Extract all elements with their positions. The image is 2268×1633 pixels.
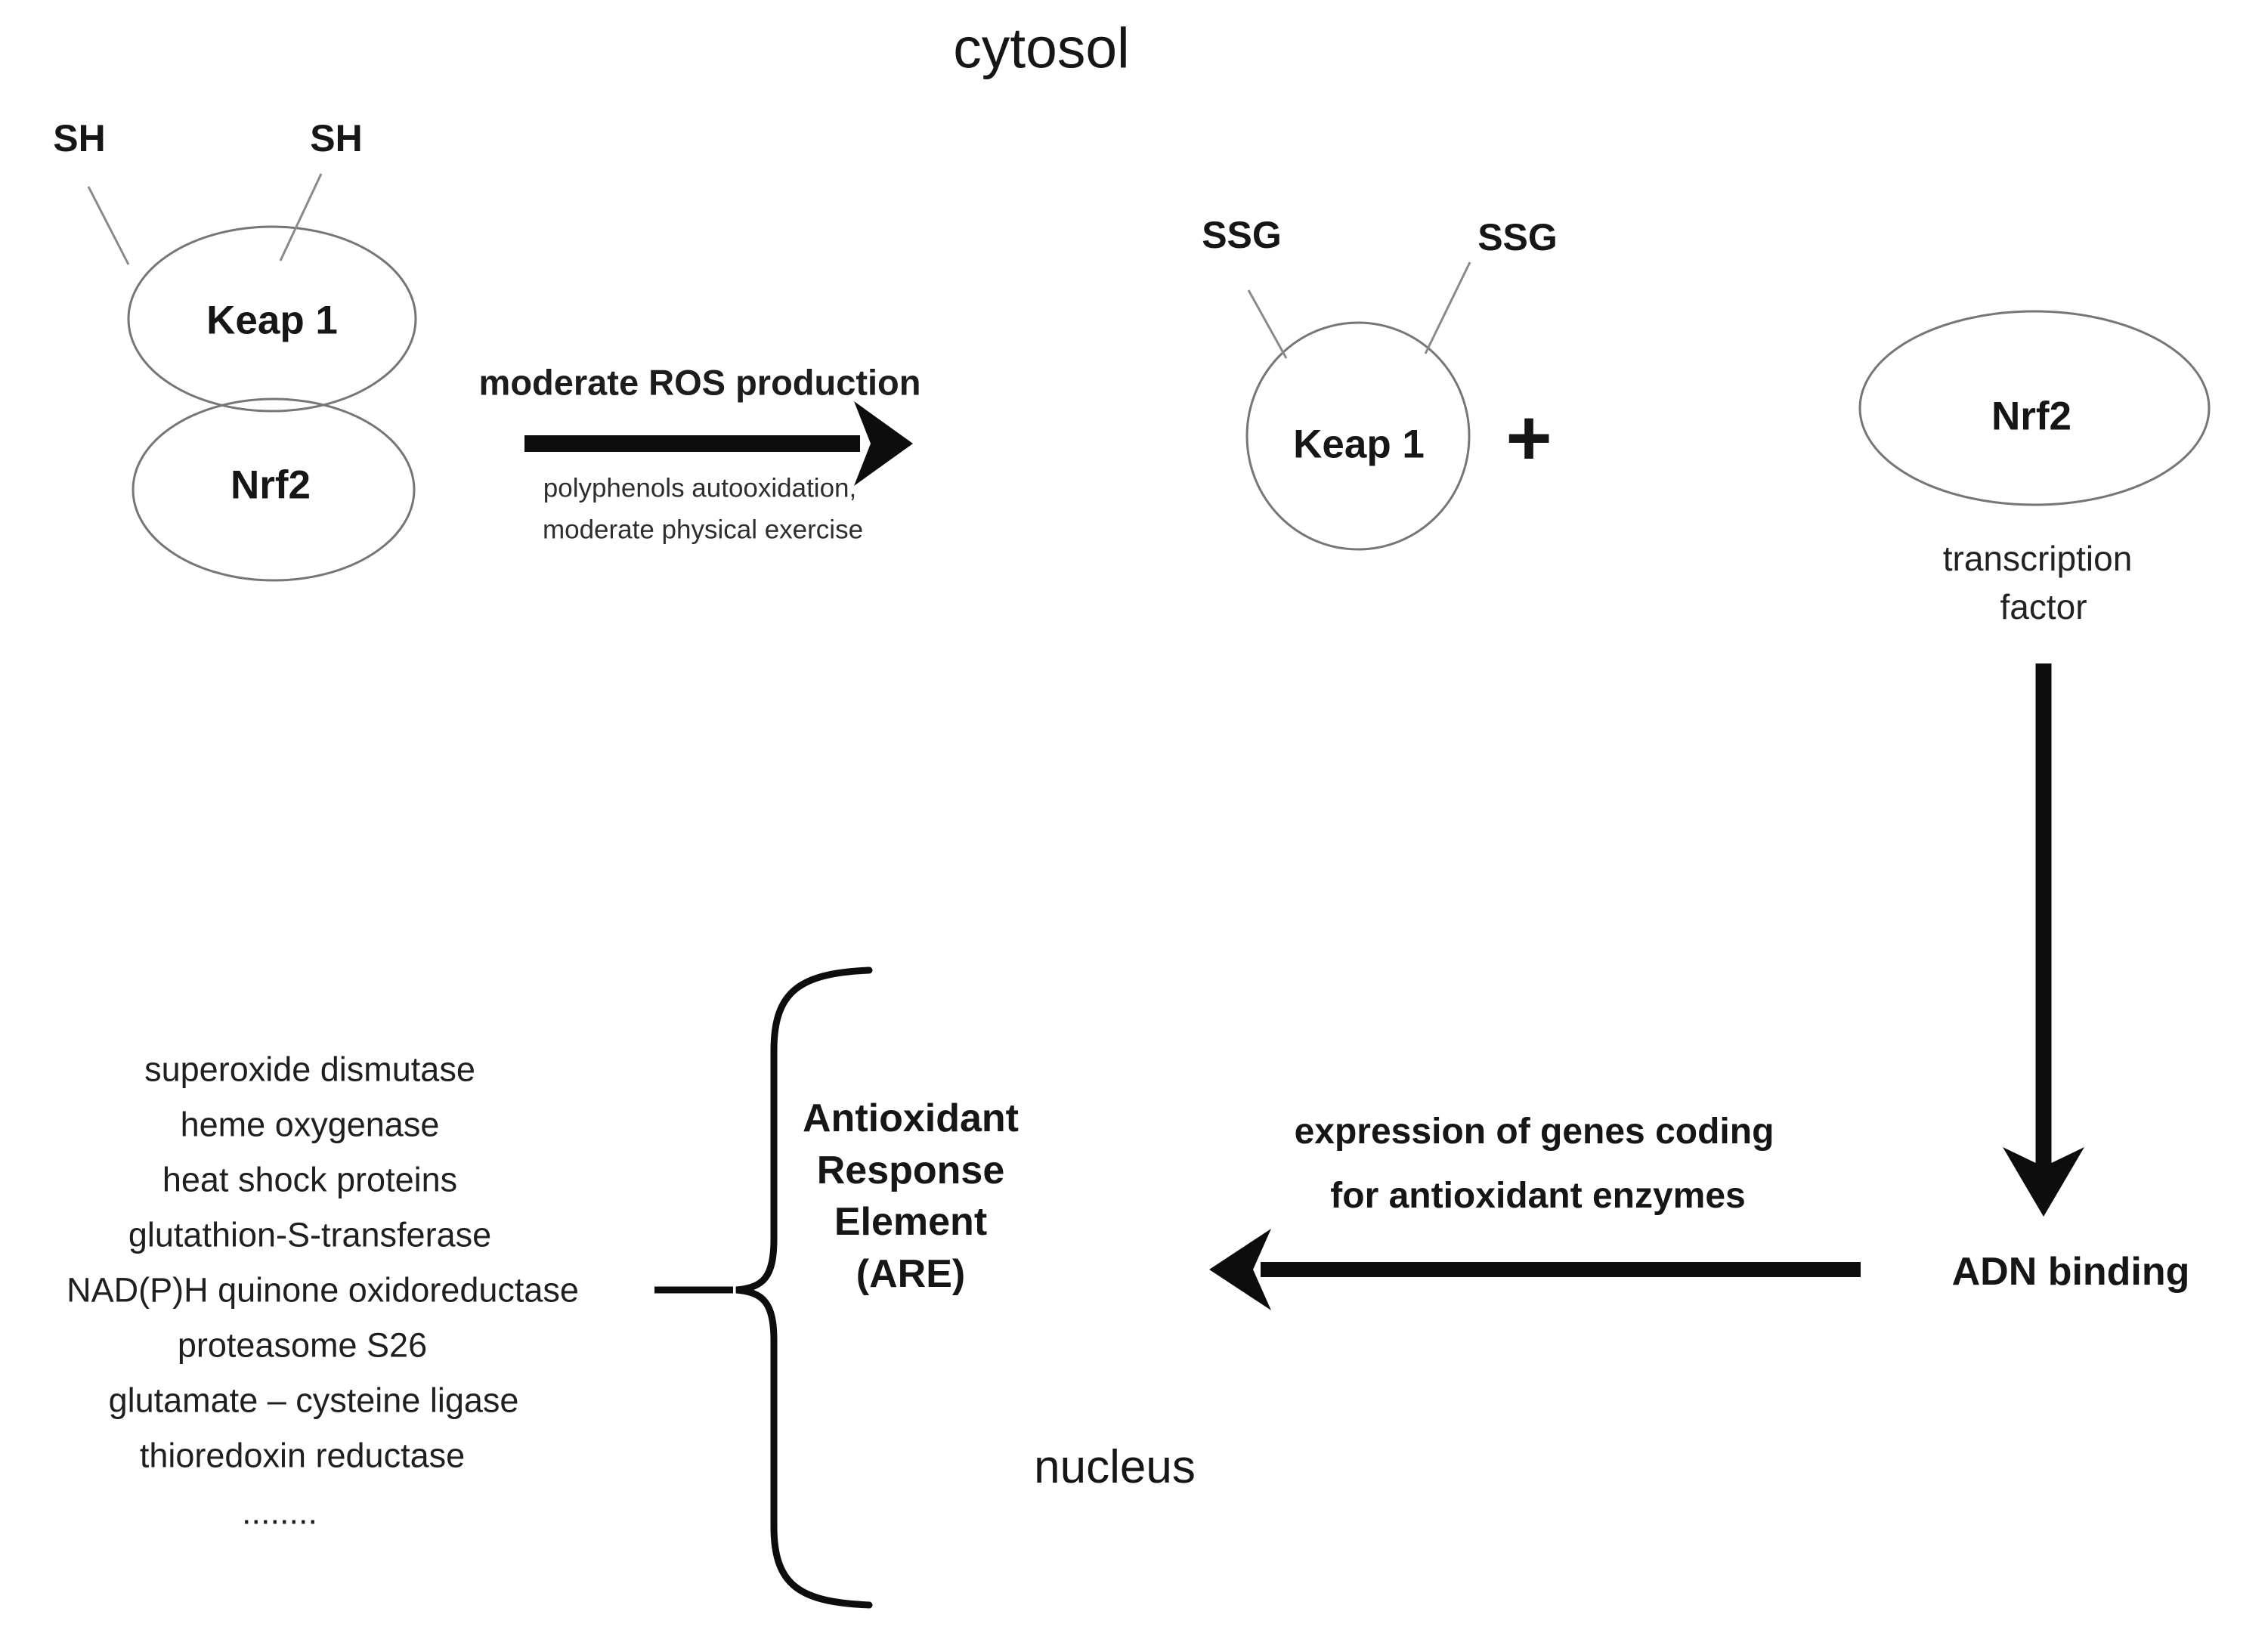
are-label-line3: Element xyxy=(834,1200,988,1244)
transcription-factor-caption-line2: factor xyxy=(2000,587,2087,626)
dna-binding-arrow-head xyxy=(2003,1147,2084,1217)
ssg-left-label: SSG xyxy=(1202,214,1282,256)
keap1-right-ellipse xyxy=(1245,321,1471,551)
nrf2-right-label: Nrf2 xyxy=(1991,394,2072,439)
cytosol-region-label: cytosol xyxy=(953,16,1130,80)
ros-arrow-subtitle-line2: moderate physical exercise xyxy=(542,515,864,545)
sh-left-connector-line xyxy=(87,186,130,265)
enzyme-list-ellipsis: ........ xyxy=(241,1492,318,1532)
enzyme-list-item: heat shock proteins xyxy=(162,1160,458,1199)
are-label-line1: Antioxidant xyxy=(803,1096,1019,1140)
enzyme-list-item: glutathion-S-transferase xyxy=(128,1215,492,1254)
sh-right-connector-line xyxy=(279,173,323,261)
sh-left-label: SH xyxy=(53,117,106,159)
are-label-line4: (ARE) xyxy=(856,1252,966,1296)
ros-arrow-head xyxy=(854,401,913,486)
keap1-right-label: Keap 1 xyxy=(1293,422,1425,467)
expression-caption-line1: expression of genes coding xyxy=(1294,1112,1774,1152)
ssg-right-label: SSG xyxy=(1477,216,1558,258)
enzyme-list-item: NAD(P)H quinone oxidoreductase xyxy=(67,1270,579,1310)
ssg-left-connector-line xyxy=(1247,289,1288,359)
transcription-factor-caption-line1: transcription xyxy=(1942,539,2133,578)
plus-sign: + xyxy=(1505,394,1552,483)
nrf2-right-ellipse xyxy=(1858,310,2211,506)
nrf2-left-label: Nrf2 xyxy=(230,462,311,508)
keap1-left-ellipse xyxy=(127,225,417,413)
ros-arrow-subtitle-line1: polyphenols autooxidation, xyxy=(543,473,857,503)
expression-arrow-head xyxy=(1209,1229,1271,1310)
ros-arrow-title: moderate ROS production xyxy=(478,362,921,403)
enzyme-list-item: superoxide dismutase xyxy=(144,1050,475,1089)
adn-binding-label: ADN binding xyxy=(1951,1250,2190,1294)
enzyme-list-item: proteasome S26 xyxy=(177,1325,428,1365)
expression-caption-line2: for antioxidant enzymes xyxy=(1330,1176,1746,1216)
enzyme-list-item: thioredoxin reductase xyxy=(139,1436,466,1475)
ssg-right-connector-line xyxy=(1424,261,1471,354)
sh-right-label: SH xyxy=(310,117,363,159)
are-curly-brace xyxy=(735,967,873,1609)
nucleus-region-label: nucleus xyxy=(1034,1441,1196,1493)
nrf2-left-ellipse xyxy=(132,397,416,582)
enzyme-list-item: heme oxygenase xyxy=(180,1105,440,1144)
are-label-line2: Response xyxy=(816,1149,1005,1192)
enzyme-list-item: glutamate – cysteine ligase xyxy=(108,1381,519,1420)
keap1-left-label: Keap 1 xyxy=(206,298,338,343)
